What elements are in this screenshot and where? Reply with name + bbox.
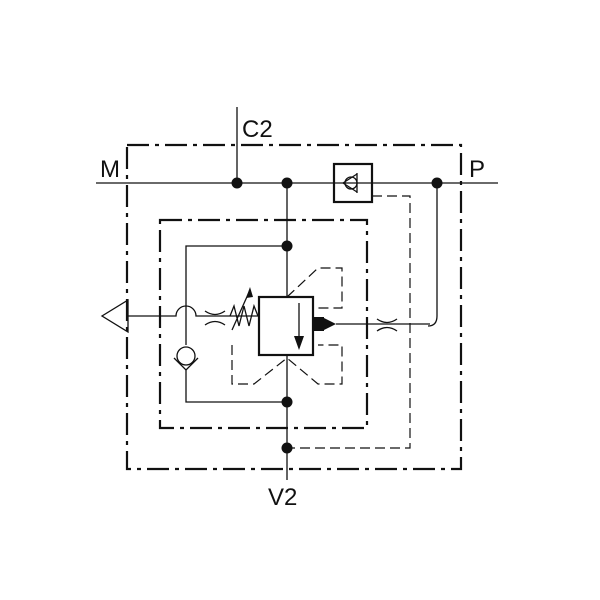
junction-c2 — [231, 177, 243, 189]
left-orifice-lower-arc — [204, 320, 226, 326]
port-label-p: P — [469, 156, 485, 183]
pilot-chamber-lower — [231, 344, 343, 385]
left-check-valve-ball-icon — [176, 346, 196, 366]
pilot-chamber-upper — [286, 267, 343, 309]
junction-pilot-lower — [281, 396, 293, 408]
adjust-arrow-head — [246, 287, 253, 298]
spring-symbol — [229, 303, 259, 327]
check-valve-seat-lines — [342, 173, 358, 193]
pilot-line-lower — [185, 369, 287, 403]
outer-housing-boundary — [125, 143, 463, 471]
spool-flow-arrow-head — [294, 336, 304, 350]
junction-pilot-upper — [281, 240, 293, 252]
junction-center-top — [281, 177, 293, 189]
valve-spool-box — [257, 295, 315, 357]
pilot-line-upper — [185, 245, 287, 345]
drain-return-line — [287, 195, 411, 449]
junction-p — [431, 177, 443, 189]
port-label-m: M — [100, 156, 120, 183]
left-port-triangle — [100, 298, 129, 334]
left-pilot-line — [128, 305, 260, 317]
pilot-feed-from-p — [427, 183, 438, 327]
check-valve-box — [332, 162, 374, 204]
right-orifice-lower-arc — [376, 326, 398, 332]
junction-v2 — [281, 442, 293, 454]
right-orifice-upper-arc — [376, 318, 398, 324]
left-check-valve-seat-icon — [173, 357, 199, 371]
pilot-arrow-head — [324, 318, 336, 330]
left-orifice-upper-arc — [204, 310, 226, 316]
port-label-c2: C2 — [242, 116, 273, 143]
port-label-v2: V2 — [268, 484, 297, 511]
pilot-piston — [314, 317, 324, 331]
